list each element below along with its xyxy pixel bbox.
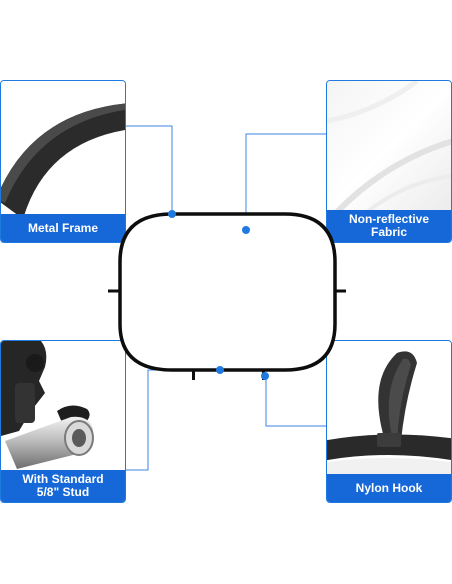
reflector-frame-outline bbox=[118, 212, 337, 372]
leader-lines bbox=[126, 125, 326, 471]
fabric-label: Non-reflective Fabric bbox=[327, 210, 451, 242]
leader-line-hook bbox=[265, 376, 326, 427]
feature-card-hook: Nylon Hook bbox=[326, 340, 452, 503]
stud-label: With Standard 5/8" Stud bbox=[1, 470, 125, 502]
bottom-stud-tab bbox=[192, 370, 195, 380]
metal-frame-label: Metal Frame bbox=[1, 214, 125, 242]
leader-line-metal-frame bbox=[126, 125, 173, 214]
hook-dot bbox=[261, 372, 269, 380]
fabric-closeup-image bbox=[327, 81, 451, 212]
nylon-hook-closeup-image bbox=[327, 341, 451, 476]
feature-card-metal-frame: Metal Frame bbox=[0, 80, 126, 243]
metal-frame-closeup-image bbox=[1, 81, 125, 216]
bottom-hook-tab bbox=[262, 370, 265, 380]
leader-line-fabric bbox=[245, 133, 326, 228]
stud-closeup-image bbox=[1, 341, 125, 472]
leader-line-stud bbox=[126, 369, 220, 471]
feature-card-stud: With Standard 5/8" Stud bbox=[0, 340, 126, 503]
metal-frame-dot bbox=[168, 210, 176, 218]
stud-dot bbox=[216, 366, 224, 374]
fabric-dot bbox=[242, 226, 250, 234]
feature-card-fabric: Non-reflective Fabric bbox=[326, 80, 452, 243]
hook-label: Nylon Hook bbox=[327, 474, 451, 502]
